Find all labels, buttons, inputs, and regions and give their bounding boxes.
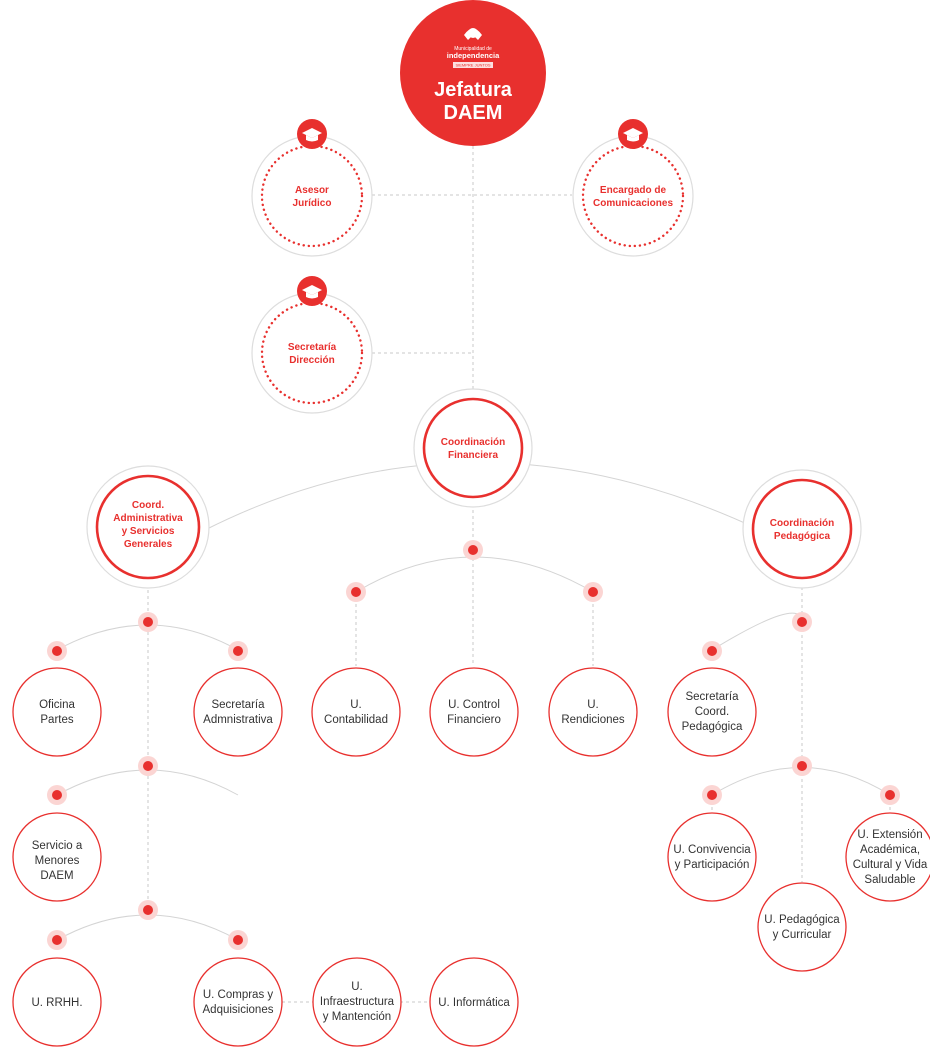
unit-extension: U. Extensión Académica, Cultural y Vida … (845, 812, 930, 902)
rrhh-line-1: U. RRHH. (31, 997, 82, 1009)
municipality-logo: Municipalidad de independencia SIEMPRE J… (447, 28, 500, 68)
rendiciones-line-2: Rendiciones (561, 714, 625, 726)
administrativa-line-1: Coord. (132, 500, 164, 511)
advisor-encargado-comunicaciones: Encargado de Comunicaciones (572, 119, 694, 257)
unit-control-financiero: U. Control Financiero (429, 667, 519, 757)
servicio-menores-line-1: Servicio a (32, 840, 83, 852)
root-title-line-2: DAEM (444, 102, 503, 124)
logo-line-2: independencia (447, 51, 500, 60)
unit-secretaria-administrativa: Secretaría Admnistrativa (193, 667, 283, 757)
extension-line-3: Cultural y Vida (853, 859, 928, 871)
logo-line-3: SIEMPRE JUNTOS (455, 63, 490, 68)
convivencia-line-1: U. Convivencia (673, 844, 751, 856)
contabilidad-line-1: U. (350, 699, 362, 711)
financiera-line-2: Financiera (448, 450, 498, 461)
unit-oficina-partes: Oficina Partes (12, 667, 102, 757)
comunicaciones-line-1: Encargado de (600, 185, 667, 196)
contabilidad-line-2: Contabilidad (324, 714, 388, 726)
comunicaciones-line-2: Comunicaciones (593, 198, 673, 209)
secretaria-line-2: Dirección (289, 355, 335, 366)
compras-line-1: U. Compras y (203, 989, 274, 1001)
asesor-line-1: Asesor (295, 185, 329, 196)
unit-infraestructura: U. Infraestructura y Mantención (312, 957, 402, 1047)
secretaria-pedagogica-line-1: Secretaría (685, 691, 739, 703)
pedagogica-line-1: Coordinación (770, 518, 834, 529)
pedagogica-curricular-line-2: y Curricular (773, 929, 832, 941)
administrativa-line-2: Administrativa (113, 513, 183, 524)
secretaria-adm-line-1: Secretaría (211, 699, 265, 711)
oficina-partes-line-1: Oficina (39, 699, 75, 711)
administrativa-line-4: Generales (124, 539, 173, 550)
pedagogica-line-2: Pedagógica (774, 531, 831, 542)
infraestructura-line-1: U. (351, 981, 363, 993)
graduation-cap-icon (297, 276, 327, 306)
servicio-menores-line-2: Menores (35, 855, 80, 867)
root-title-line-1: Jefatura (434, 79, 513, 101)
unit-contabilidad: U. Contabilidad (311, 667, 401, 757)
infraestructura-line-3: y Mantención (323, 1011, 391, 1023)
unit-servicio-menores: Servicio a Menores DAEM (12, 812, 102, 902)
extension-line-4: Saludable (864, 874, 915, 886)
financiera-line-1: Coordinación (441, 437, 505, 448)
coordinacion-financiera: Coordinación Financiera (413, 388, 533, 508)
root-circle (400, 0, 546, 146)
administrativa-line-3: y Servicios (122, 526, 175, 537)
extension-line-1: U. Extensión (857, 829, 922, 841)
root-node: Municipalidad de independencia SIEMPRE J… (400, 0, 546, 146)
unit-secretaria-pedagogica: Secretaría Coord. Pedagógica (667, 667, 757, 757)
unit-convivencia: U. Convivencia y Participación (667, 812, 757, 902)
control-financiero-line-2: Financiero (447, 714, 501, 726)
advisor-asesor-juridico: Asesor Jurídico (251, 119, 373, 257)
advisor-secretaria-direccion: Secretaría Dirección (251, 276, 373, 414)
unit-compras: U. Compras y Adquisiciones (193, 957, 283, 1047)
unit-pedagogica-curricular: U. Pedagógica y Curricular (757, 882, 847, 972)
secretaria-pedagogica-line-3: Pedagógica (682, 721, 743, 733)
oficina-partes-line-2: Partes (40, 714, 73, 726)
coord-administrativa: Coord. Administrativa y Servicios Genera… (86, 465, 210, 589)
rendiciones-line-1: U. (587, 699, 599, 711)
asesor-line-2: Jurídico (293, 198, 332, 209)
infraestructura-line-2: Infraestructura (320, 996, 395, 1008)
unit-informatica: U. Informática (429, 957, 519, 1047)
control-financiero-line-1: U. Control (448, 699, 500, 711)
unit-rendiciones: U. Rendiciones (548, 667, 638, 757)
coordinacion-pedagogica: Coordinación Pedagógica (742, 469, 862, 589)
secretaria-pedagogica-line-2: Coord. (695, 706, 730, 718)
secretaria-adm-line-2: Admnistrativa (203, 714, 273, 726)
logo-line-1: Municipalidad de (454, 46, 492, 52)
servicio-menores-line-3: DAEM (40, 870, 73, 882)
convivencia-line-2: y Participación (675, 859, 750, 871)
compras-line-2: Adquisiciones (203, 1004, 274, 1016)
graduation-cap-icon (297, 119, 327, 149)
unit-rrhh: U. RRHH. (12, 957, 102, 1047)
pedagogica-curricular-line-1: U. Pedagógica (764, 914, 840, 926)
secretaria-line-1: Secretaría (288, 342, 337, 353)
junction-dots (47, 540, 900, 950)
informatica-line-1: U. Informática (438, 997, 510, 1009)
graduation-cap-icon (618, 119, 648, 149)
extension-line-2: Académica, (860, 844, 920, 856)
